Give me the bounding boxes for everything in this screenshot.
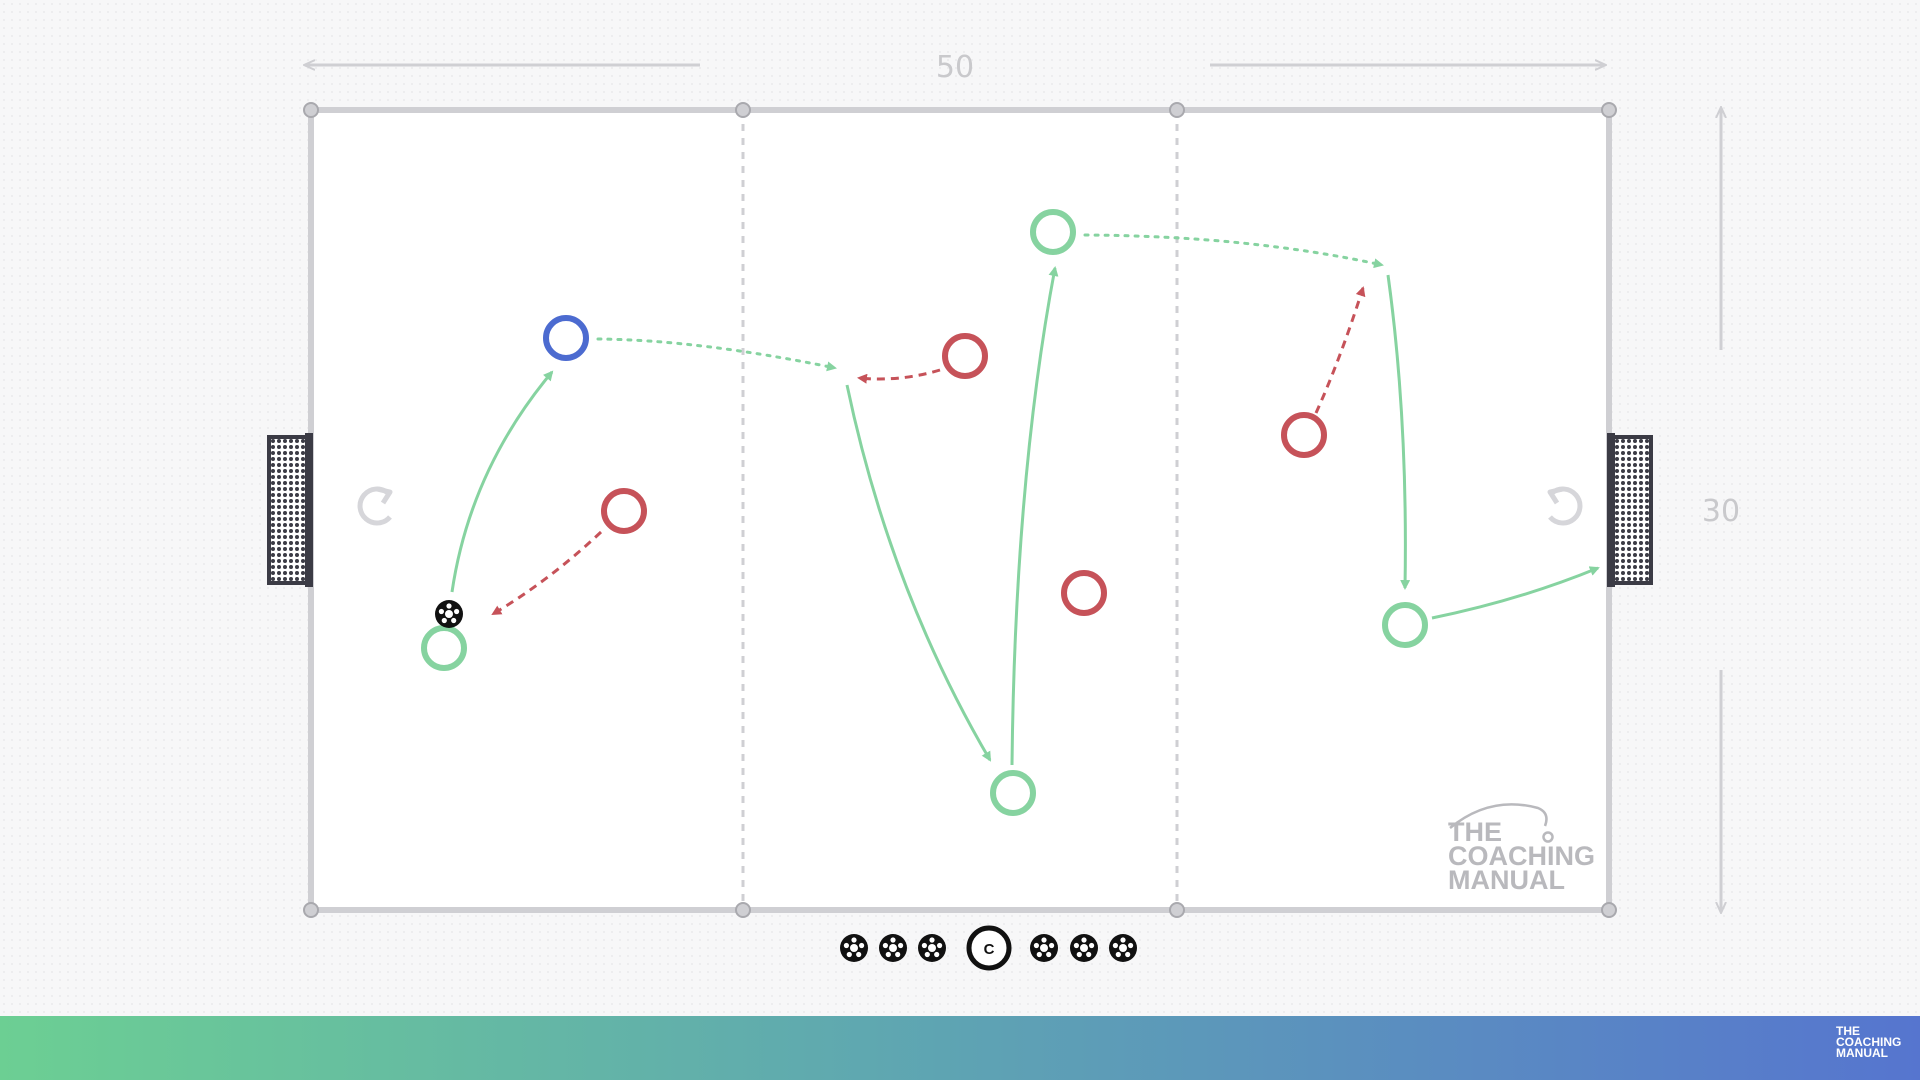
pass-line [1010, 266, 1059, 766]
footer-logo-line-1: THE [1836, 1024, 1860, 1038]
attacker-player [421, 625, 467, 671]
run-line [1083, 233, 1384, 269]
run-line [596, 337, 837, 372]
length-label: 50 [936, 50, 974, 85]
goal-net-icon [267, 433, 313, 587]
ball-icon [1109, 934, 1137, 962]
attacker-player [1382, 602, 1428, 648]
logo-line-1: THE [1448, 817, 1502, 847]
ball-icon [435, 600, 463, 628]
logo-line-3: MANUAL [1448, 865, 1565, 895]
ball-icon [840, 934, 868, 962]
ball-icon [918, 934, 946, 962]
goal-net-icon [1607, 433, 1653, 587]
coach-label: C [984, 941, 995, 958]
shot-line [1431, 566, 1600, 620]
corner-markers [303, 102, 1617, 918]
defender-player [1281, 412, 1327, 458]
pass-line [1386, 274, 1411, 590]
attacker-player [1030, 209, 1076, 255]
footer-logo-line-2: COACHING [1836, 1035, 1902, 1049]
logo-line-2: COACHING [1448, 841, 1595, 871]
rotation-arrow-icon [357, 486, 393, 526]
footer-bar: THE COACHING MANUAL [0, 1016, 1920, 1080]
width-dimension: 30 [1702, 108, 1740, 912]
defender-player [942, 333, 988, 379]
rotation-arrow-icon [1547, 486, 1583, 526]
footer-logo: THE COACHING MANUAL [1836, 1024, 1908, 1060]
press-line [491, 530, 603, 616]
movement-lines [450, 233, 1600, 766]
pass-line [845, 384, 992, 762]
footer-logo-line-3: MANUAL [1836, 1046, 1888, 1060]
ball-icon [1070, 934, 1098, 962]
defender-player [601, 488, 647, 534]
pitch-surface [308, 107, 1612, 913]
ball-icon [1030, 934, 1058, 962]
neutral-player [543, 315, 589, 361]
logo-watermark: THE COACHING MANUAL [1448, 803, 1595, 895]
defending-players [601, 333, 1327, 616]
coach-icon: C [966, 925, 1012, 971]
attacking-players [421, 209, 1428, 816]
defender-player [1061, 570, 1107, 616]
length-dimension: 50 [305, 50, 1605, 85]
press-line [1314, 286, 1366, 414]
press-line [857, 368, 941, 384]
pitch [303, 102, 1617, 918]
pass-line [450, 370, 554, 593]
ball-icon [879, 934, 907, 962]
width-label: 30 [1702, 494, 1740, 529]
attacker-player [990, 770, 1036, 816]
